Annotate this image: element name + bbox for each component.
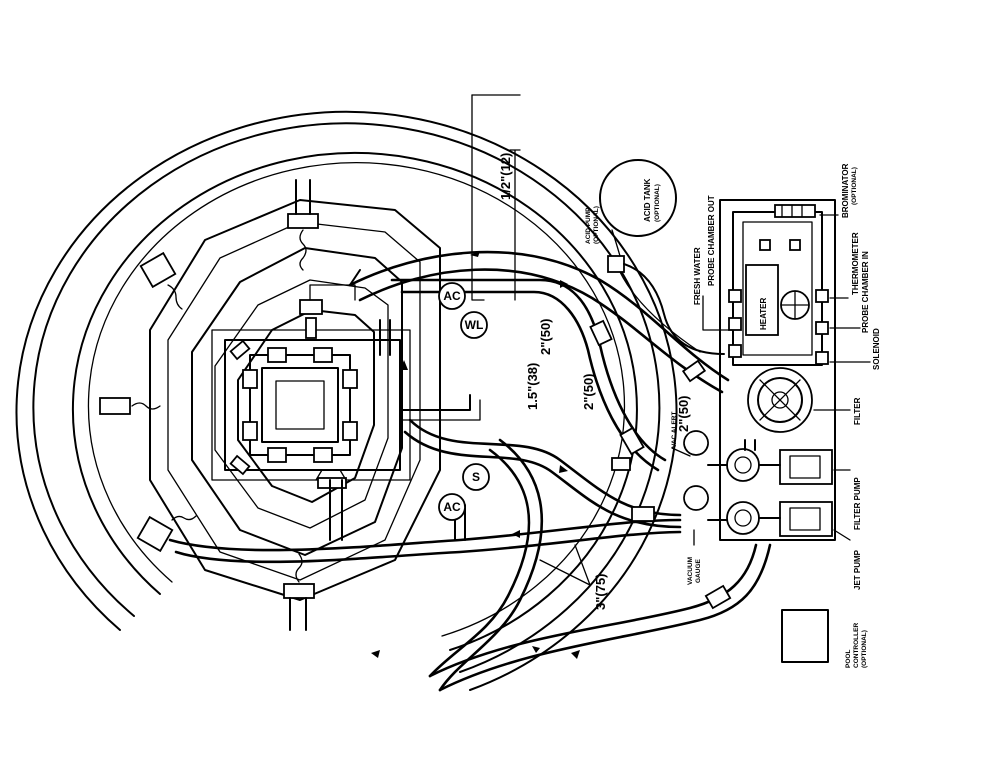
label-pool-controller-3: (OPTIONAL) [861,630,868,668]
sensor-wl: WL [460,311,488,339]
svg-text:AC: AC [443,500,461,514]
label-solenoid: SOLENOID [872,328,881,370]
spa-bench-octagons [149,199,441,601]
label-filter: FILTER [853,397,862,425]
filter-pump [779,449,833,485]
central-manifold [211,269,481,481]
label-probe-chamber-out: PROBE CHAMBER OUT [707,195,716,286]
label-pool-controller-1: POOL [845,650,852,668]
label-thermometer: THERMOMETER [851,232,860,295]
label-acid-pump-optional: (OPTIONAL) [593,206,600,244]
pool-controller [781,609,829,663]
label-jet-pump: JET PUMP [853,549,862,590]
jet-fittings [99,179,347,631]
label-probe-chamber-in: PROBE CHAMBER IN [861,251,870,333]
pipe-size-2-a: 2"(50) [538,318,553,355]
label-vac-alert: VAC ALERT [671,412,678,449]
acid-tank [599,159,677,237]
label-vacuum-gauge-1: VACUUM [687,557,694,585]
heater [745,264,779,336]
label-heater: HEATER [759,297,768,330]
label-fresh-water: FRESH WATER [693,247,702,305]
svg-text:WL: WL [465,318,484,332]
label-filter-pump: FILTER PUMP [853,477,862,530]
main-plumbing [168,94,772,692]
label-acid-tank-optional: (OPTIONAL) [654,184,661,222]
jet-pump [779,501,833,537]
pipe-size-1-5: 1.5"(38) [525,363,540,410]
pipe-size-3: 3"(75) [593,573,608,610]
equipment-skid [683,199,836,541]
label-brominator: BROMINATOR [841,163,850,218]
label-acid-pump: ACID PUMP [585,207,592,244]
sensor-s: S [462,463,490,491]
svg-text:S: S [472,470,480,484]
label-vacuum-gauge-2: GAUGE [695,559,702,584]
label-pool-controller-2: CONTROLLER [853,623,860,668]
label-acid-tank: ACID TANK [643,178,652,222]
acid-system [599,159,725,355]
pipe-size-2-c: 2"(50) [676,395,691,432]
pipe-size-2-b: 2"(50) [581,373,596,410]
svg-text:AC: AC [443,289,461,303]
sensor-ac-top: AC [438,282,466,310]
flow-arrows [371,251,580,659]
acid-pump [607,255,625,273]
pipe-size-half: 1/2"(12) [498,153,513,200]
label-brominator-optional: (OPTIONAL) [851,167,858,205]
sensor-ac-bottom: AC [438,493,466,521]
